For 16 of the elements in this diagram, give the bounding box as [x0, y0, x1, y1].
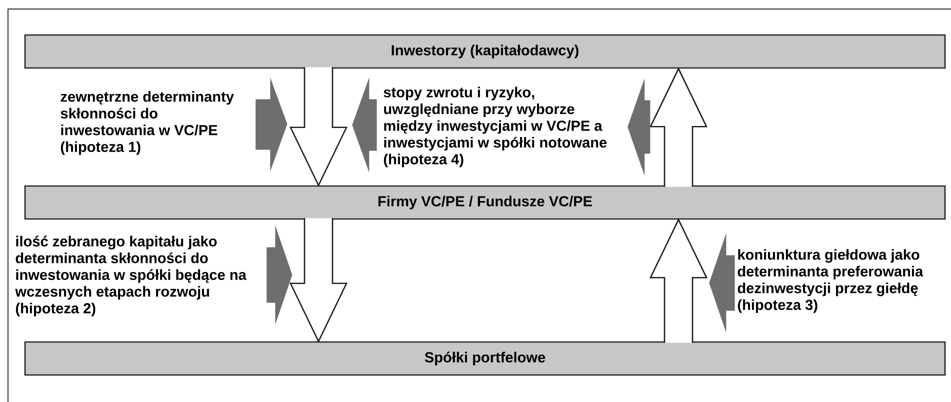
hollow-arrow — [289, 218, 348, 343]
band-box: Firmy VC/PE / Fundusze VC/PE — [24, 185, 946, 220]
band-box: Spółki portfelowe — [24, 341, 946, 376]
hollow-arrow — [649, 218, 708, 344]
influence-arrow — [256, 78, 288, 172]
hypothesis-text: stopy zwrotu i ryzyko, uwzględniane przy wyborze między inwestycjami w VC/PE a inwestycjami w spółki notowane (hipoteza 4) — [384, 86, 607, 168]
influence-arrow — [266, 225, 292, 325]
influence-arrow — [352, 77, 377, 173]
influence-arrow — [709, 233, 735, 333]
influence-arrow — [628, 78, 650, 176]
hypothesis-text: ilość zebranego kapitału jako determinanta skłonności do inwestowania w spółki będące na wczesnych etapach rozwoju (hipoteza 2) — [15, 236, 246, 316]
hollow-arrow — [289, 66, 348, 187]
hypothesis-text: koniunktura giełdowa jako determinanta preferowania dezinwestycji przez giełdę (hipoteza 3) — [738, 249, 924, 313]
hypothesis-text: zewnętrzne determinanty skłonności do inwestowania w VC/PE (hipoteza 1) — [60, 91, 234, 155]
hollow-arrow — [649, 67, 708, 188]
band-box: Inwestorzy (kapitałodawcy) — [24, 34, 946, 69]
